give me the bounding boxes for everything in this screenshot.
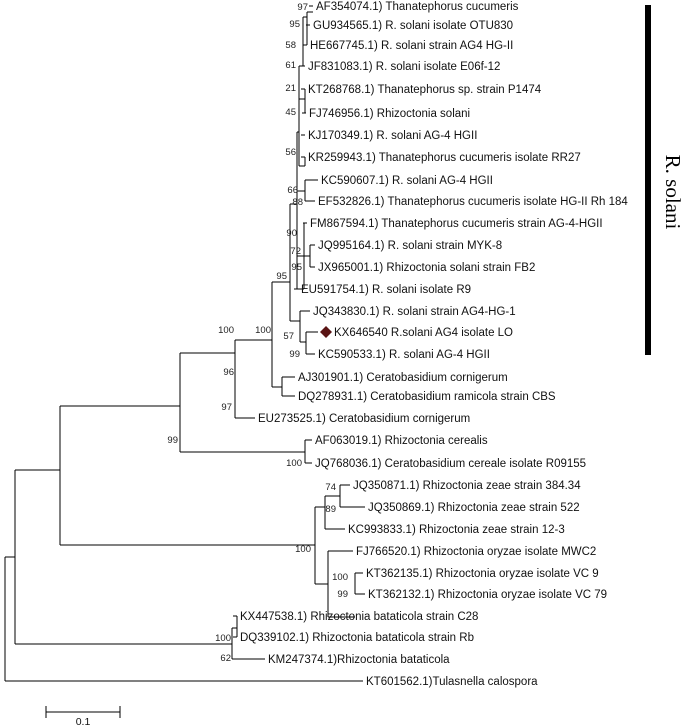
taxon-label: KT268768.1) Thanatephorus sp. strain P14… (308, 84, 542, 96)
taxon-label: JQ350869.1) Rhizoctonia zeae strain 522 (368, 502, 580, 514)
taxon-label: JX965001.1) Rhizoctonia solani strain FB… (318, 262, 535, 274)
bootstrap-value: 99 (337, 589, 348, 600)
r-solani-clade-bar (645, 5, 651, 355)
bootstrap-value: 100 (286, 458, 302, 469)
bootstrap-value: 72 (290, 246, 301, 257)
taxon-labels: AF354074.1) Thanatephorus cucumerisGU934… (240, 1, 628, 688)
taxon-label: JF831083.1) R. solani isolate E06f-12 (308, 61, 500, 73)
scale-bar-label: 0.1 (76, 716, 91, 727)
taxon-label: HE667745.1) R. solani strain AG4 HG-II (310, 40, 513, 52)
bootstrap-value: 97 (221, 402, 232, 413)
bootstrap-value: 66 (287, 185, 298, 196)
bootstrap-value: 100 (295, 544, 311, 555)
taxon-label: EU591754.1) R. solani isolate R9 (301, 284, 471, 296)
taxon-label: JQ768036.1) Ceratobasidium cereale isola… (315, 458, 586, 470)
taxon-label: JQ350871.1) Rhizoctonia zeae strain 384.… (353, 480, 581, 492)
taxon-label: EU273525.1) Ceratobasidium cornigerum (258, 413, 470, 425)
bootstrap-value: 58 (285, 40, 296, 51)
taxon-label: EF532826.1) Thanatephorus cucumeris isol… (318, 196, 628, 208)
bootstrap-value: 74 (325, 482, 336, 493)
bootstrap-value: 96 (223, 367, 234, 378)
bootstrap-value: 62 (220, 653, 231, 664)
taxon-label: KC590533.1) R. solani AG-4 HGII (318, 349, 490, 361)
bootstrap-value: 61 (285, 60, 296, 71)
taxon-label: KR259943.1) Thanatephorus cucumeris isol… (308, 152, 581, 164)
taxon-label: FJ746956.1) Rhizoctonia solani (309, 108, 470, 120)
bootstrap-value: 100 (255, 325, 271, 336)
taxon-label: KX447538.1) Rhizoctonia bataticola strai… (240, 611, 478, 623)
bootstrap-value: 95 (289, 19, 300, 30)
taxon-label: FM867594.1) Thanatephorus cucumeris stra… (310, 218, 603, 230)
taxon-label: KC590607.1) R. solani AG-4 HGII (321, 175, 493, 187)
bootstrap-value: 90 (286, 228, 297, 239)
bootstrap-value: 95 (276, 271, 287, 282)
taxon-label: KJ170349.1) R. solani AG-4 HGII (308, 130, 477, 142)
bootstrap-value: 100 (215, 633, 231, 644)
bootstrap-value: 100 (332, 572, 348, 583)
bootstrap-value: 45 (285, 107, 296, 118)
bootstrap-value: 57 (283, 331, 294, 342)
bootstrap-value: 89 (325, 504, 336, 515)
taxon-label: FJ766520.1) Rhizoctonia oryzae isolate M… (356, 546, 596, 558)
taxon-label: KX646540 R.solani AG4 isolate LO (334, 327, 513, 339)
taxon-label: KT362132.1) Rhizoctonia oryzae isolate V… (368, 589, 607, 601)
bootstrap-value: 56 (285, 147, 296, 158)
bootstrap-value: 97 (297, 2, 308, 13)
taxon-label: KT601562.1)Tulasnella calospora (366, 676, 538, 688)
taxon-label: AJ301901.1) Ceratobasidium cornigerum (298, 372, 508, 384)
bootstrap-value: 100 (218, 325, 234, 336)
tree-branches (4, 5, 365, 682)
taxon-label: JQ343830.1) R. solani strain AG4-HG-1 (313, 306, 516, 318)
bootstrap-value: 99 (289, 349, 300, 360)
bootstrap-value: 95 (291, 262, 302, 273)
taxon-label: DQ339102.1) Rhizoctonia bataticola strai… (240, 632, 474, 644)
taxon-label: AF063019.1) Rhizoctonia cerealis (315, 435, 488, 447)
bootstrap-value: 99 (167, 435, 178, 446)
bootstrap-value: 21 (285, 83, 296, 94)
bootstrap-value: 88 (292, 197, 303, 208)
highlight-marker-diamond-icon (320, 326, 332, 338)
taxon-label: DQ278931.1) Ceratobasidium ramicola stra… (298, 391, 556, 403)
r-solani-clade-label: R. solani (661, 155, 685, 230)
taxon-label: KC993833.1) Rhizoctonia zeae strain 12-3 (348, 524, 565, 536)
taxon-label: JQ995164.1) R. solani strain MYK-8 (318, 240, 502, 252)
scale-bar: 0.1 (45, 706, 121, 727)
taxon-label: GU934565.1) R. solani isolate OTU830 (313, 20, 513, 32)
taxon-label: KT362135.1) Rhizoctonia oryzae isolate V… (366, 568, 599, 580)
taxon-label: AF354074.1) Thanatephorus cucumeris (316, 1, 519, 13)
taxon-label: KM247374.1)Rhizoctonia bataticola (268, 654, 450, 666)
